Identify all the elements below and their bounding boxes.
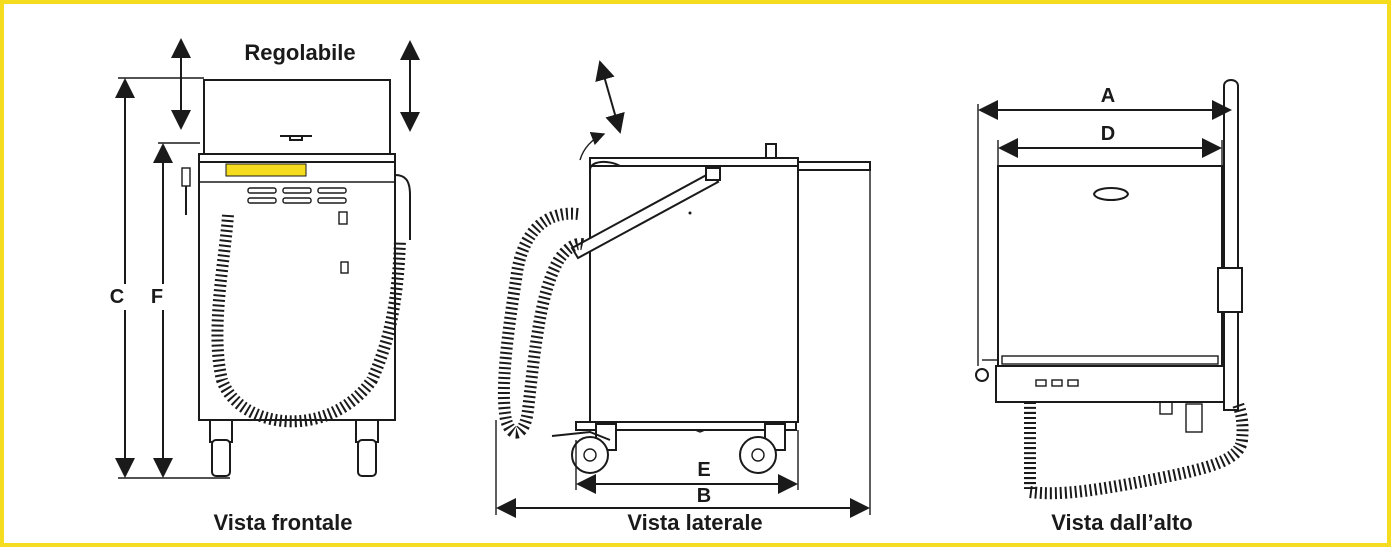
top-handle-clamp	[1217, 267, 1243, 313]
top-wheel-left	[975, 368, 989, 382]
side-view-caption: Vista laterale	[627, 510, 762, 535]
warning-label	[225, 163, 307, 177]
top-hose	[1023, 402, 1249, 500]
side-view	[495, 60, 871, 518]
front-hose	[211, 214, 406, 428]
side-extension	[797, 161, 871, 171]
lid-rim	[198, 153, 396, 163]
side-base	[575, 421, 797, 431]
side-body	[589, 165, 799, 423]
top-view-caption: Vista dall’alto	[1051, 510, 1192, 535]
adjustable-lid	[203, 79, 391, 161]
front-view	[106, 38, 420, 479]
dimension-e-label: E	[697, 459, 710, 481]
side-top-knob	[765, 143, 777, 159]
side-wheel-right	[739, 436, 777, 474]
front-wheel-left	[211, 439, 231, 477]
top-handle-bar	[1223, 79, 1239, 411]
handle-joint	[705, 167, 721, 181]
lid-handle	[280, 135, 312, 141]
front-wheel-bracket-left	[209, 419, 233, 443]
dimension-b-label: B	[697, 485, 711, 507]
front-wheel-right	[357, 439, 377, 477]
side-wheel-left	[571, 436, 609, 474]
tilt-angle-arc	[579, 131, 606, 161]
top-lid-handle	[1092, 187, 1130, 201]
vent-slots	[247, 187, 347, 204]
adjustable-label: Regolabile	[244, 40, 355, 65]
side-grip	[181, 167, 191, 187]
dimension-c-label: C	[110, 286, 124, 308]
top-front-panel	[995, 365, 1225, 403]
side-top-plate	[589, 157, 799, 167]
front-wheel-bracket-right	[355, 419, 379, 443]
top-view	[975, 79, 1249, 500]
front-indicator-2	[340, 261, 349, 274]
dimension-a-label: A	[1101, 85, 1115, 107]
front-indicator-1	[338, 211, 348, 225]
dimension-f-label: F	[151, 286, 163, 308]
tilt-arrow	[595, 60, 625, 134]
dimension-d-label: D	[1101, 123, 1115, 145]
side-handle-bar	[570, 170, 720, 260]
side-hose	[497, 207, 588, 439]
front-body	[198, 161, 396, 421]
hose-holder	[394, 174, 411, 240]
front-view-caption: Vista frontale	[214, 510, 353, 535]
brake-pedal	[551, 430, 611, 441]
